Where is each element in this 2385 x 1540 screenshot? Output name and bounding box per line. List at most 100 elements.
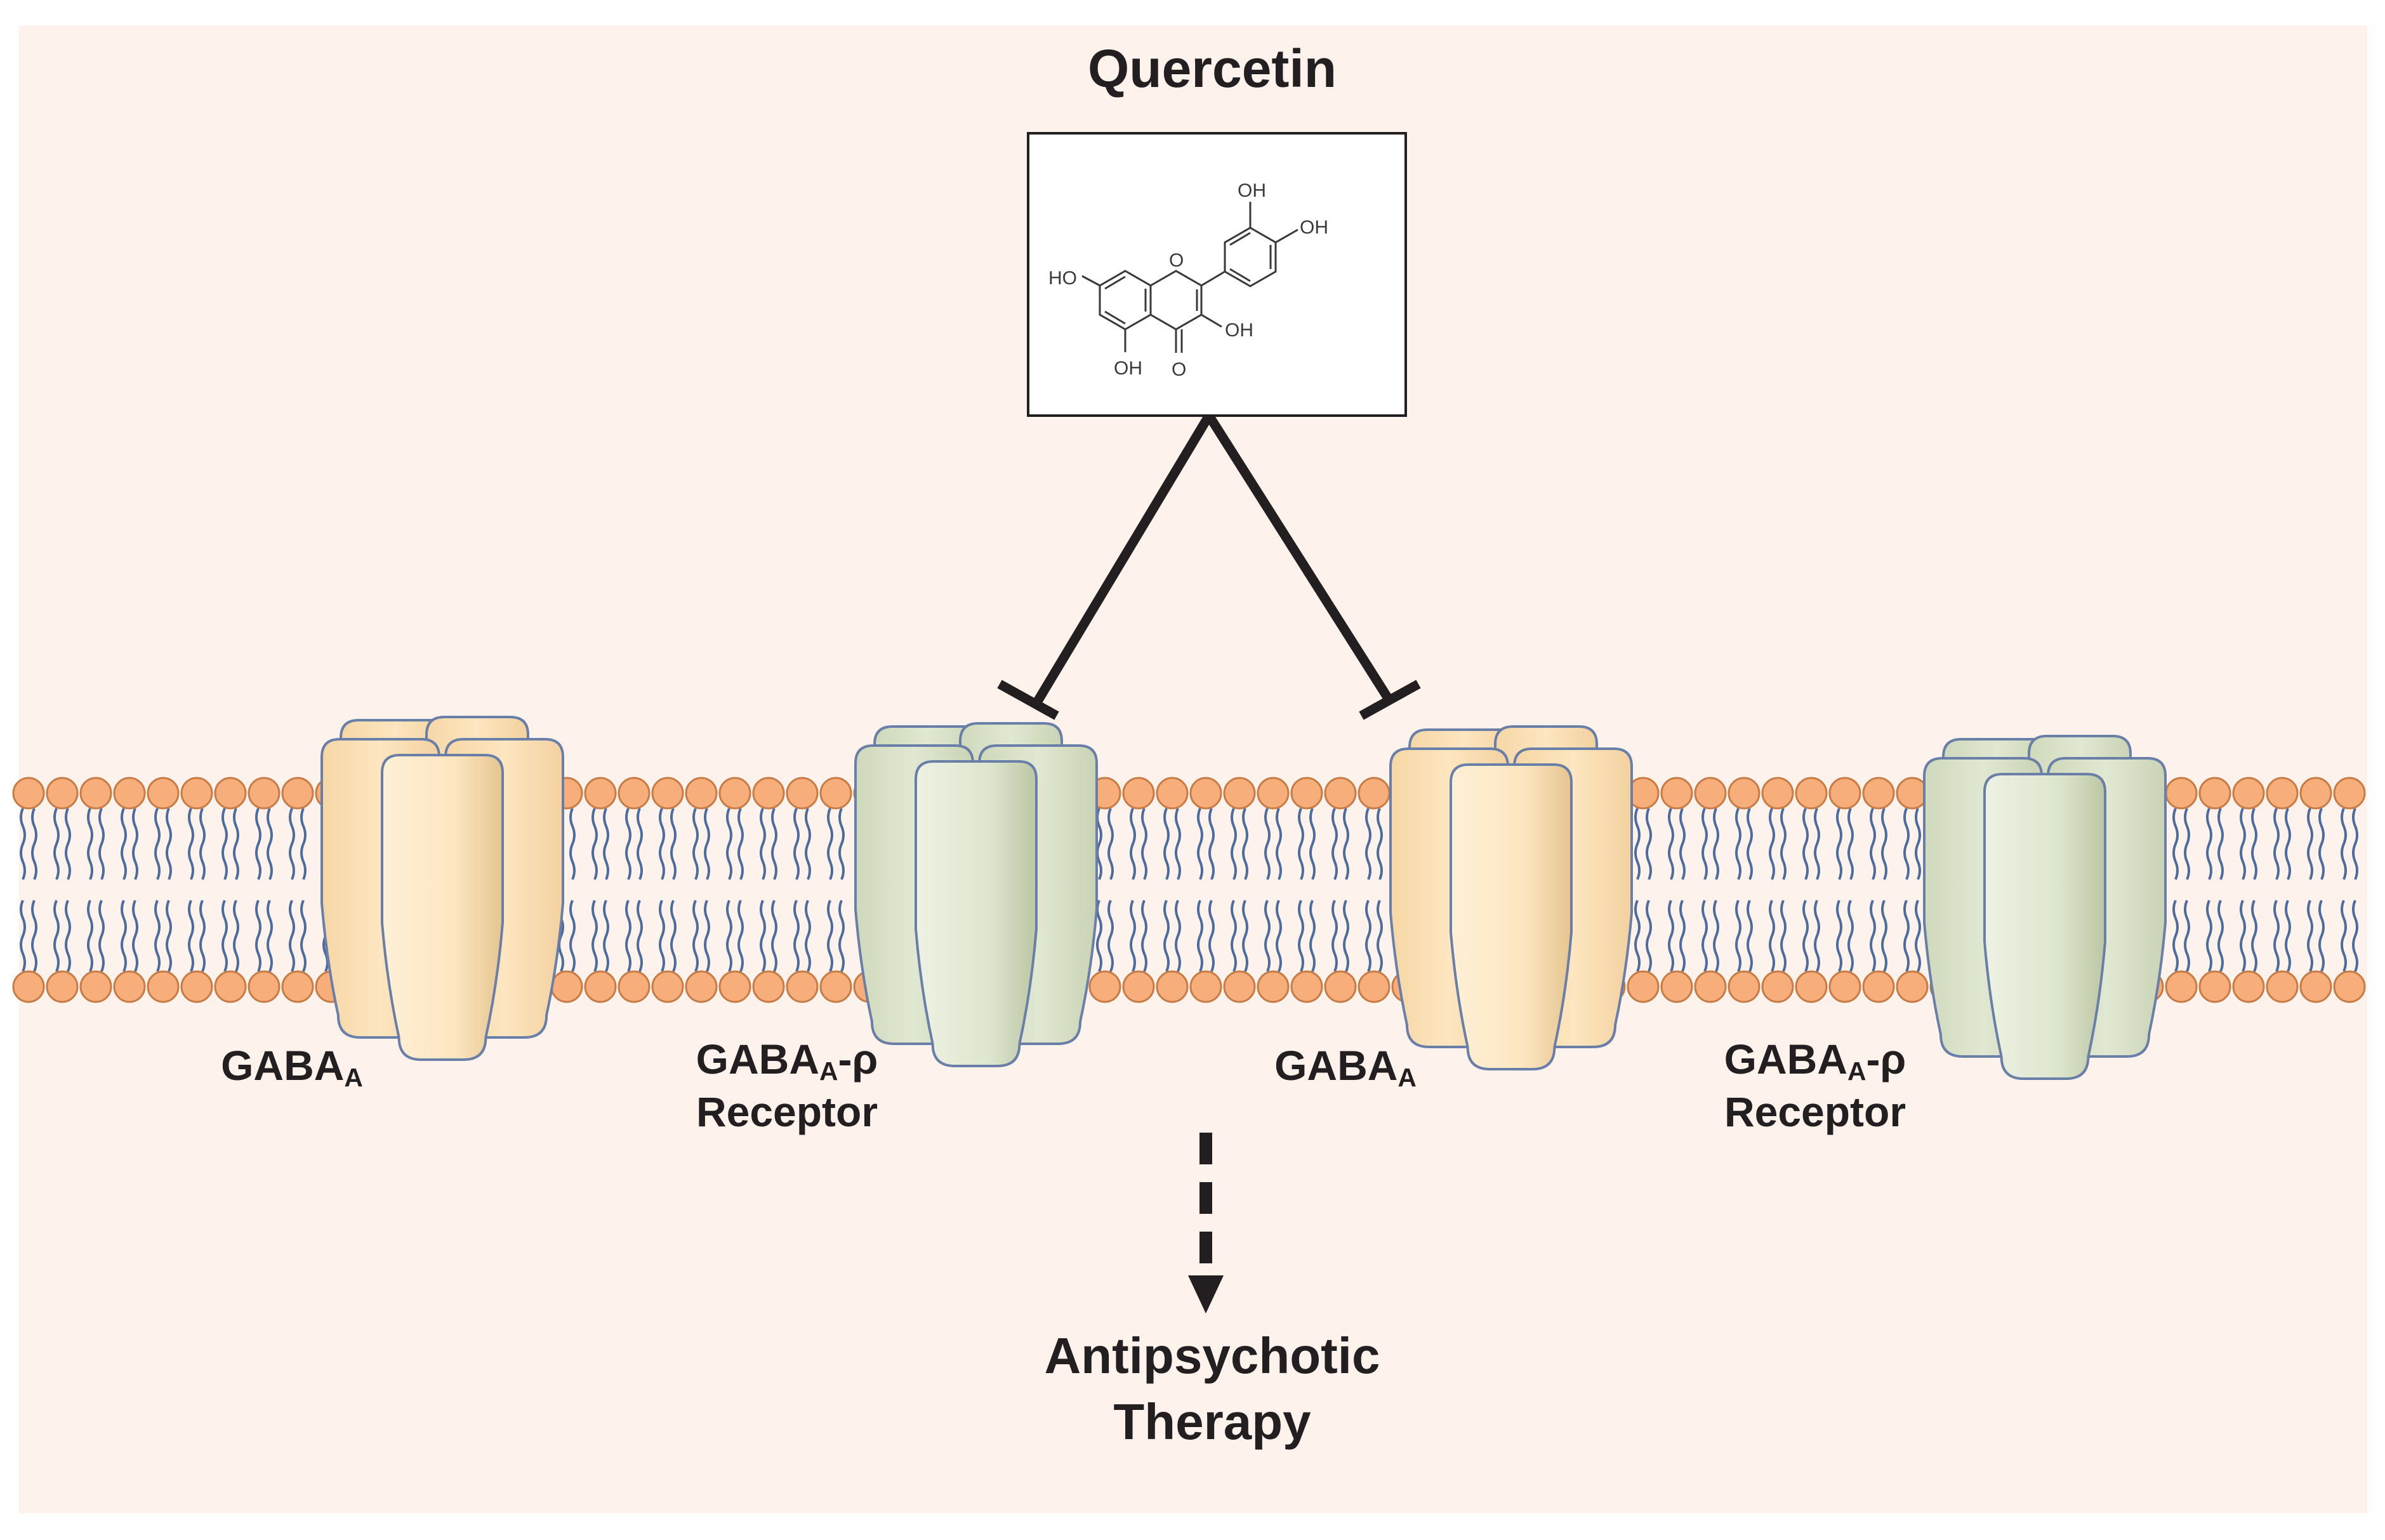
lipid-head xyxy=(2333,777,2366,810)
lipid-tails xyxy=(1298,808,1316,972)
lipid-tails xyxy=(793,808,811,972)
lipid-tails xyxy=(2341,808,2358,972)
lipid-head xyxy=(2299,970,2332,1003)
lipid-tails xyxy=(625,808,643,972)
lipid-head xyxy=(1156,970,1189,1003)
lipid-head xyxy=(2165,970,2198,1003)
lipid-head xyxy=(1828,777,1861,810)
lipid-head xyxy=(2232,970,2265,1003)
lipid-head xyxy=(1358,777,1391,810)
lipid-tails xyxy=(255,808,273,972)
lipid-head xyxy=(46,970,79,1003)
receptor-subscript-2: A xyxy=(819,1056,838,1086)
lipid-head xyxy=(718,970,751,1003)
lipid-head xyxy=(1088,970,1121,1003)
lipid-head xyxy=(2198,970,2231,1003)
lipid-tails xyxy=(2307,808,2325,972)
lipid-head xyxy=(147,970,180,1003)
lipid-head xyxy=(752,777,785,810)
lipid-head xyxy=(1122,777,1155,810)
lipid-tails xyxy=(726,808,744,972)
lipid-tails xyxy=(1365,808,1383,972)
lipid-head xyxy=(1761,777,1794,810)
structure-frame xyxy=(1027,132,1407,417)
receptor-subunit xyxy=(1983,773,2106,1080)
lipid-head xyxy=(1862,777,1895,810)
dashed-arrow xyxy=(1188,1133,1224,1313)
lipid-head xyxy=(1156,777,1189,810)
outcome-line2: Therapy xyxy=(1113,1393,1311,1450)
label-o: O xyxy=(1172,359,1186,380)
lipid-tails xyxy=(20,808,37,972)
lipid-tails xyxy=(1634,808,1652,972)
lipid-tails xyxy=(1701,808,1719,972)
lipid-head xyxy=(2198,777,2231,810)
lipid-head xyxy=(819,970,852,1003)
lipid-head xyxy=(1728,777,1761,810)
lipid-tails xyxy=(2206,808,2224,972)
inhibition-bar-right xyxy=(1359,680,1421,720)
lipid-tails xyxy=(692,808,710,972)
lipid-tails xyxy=(1769,808,1787,972)
receptor-name-1: GABA xyxy=(221,1042,345,1089)
receptor-label-3: GABAA xyxy=(1219,1041,1472,1093)
receptor-subscript-1: A xyxy=(344,1063,363,1093)
receptor-label-1: GABAA xyxy=(165,1041,419,1093)
lipid-head xyxy=(1795,970,1828,1003)
lipid-head xyxy=(2299,777,2332,810)
outcome-label: Antipsychotic Therapy xyxy=(927,1323,1498,1455)
lipid-tails xyxy=(1668,808,1686,972)
lipid-head xyxy=(46,777,79,810)
lipid-head xyxy=(113,970,146,1003)
quercetin-structure: OH OH HO OH OH O O xyxy=(1027,132,1407,417)
receptor-4 xyxy=(1923,735,2167,1080)
lipid-head xyxy=(214,970,247,1003)
lipid-head xyxy=(1324,777,1357,810)
inhibition-bar-left xyxy=(997,680,1059,720)
lipid-head xyxy=(2232,777,2265,810)
lipid-tails xyxy=(87,808,105,972)
lipid-head xyxy=(685,970,718,1003)
label-oh-2: OH xyxy=(1300,217,1328,238)
lipid-head xyxy=(1257,970,1290,1003)
outcome-line1: Antipsychotic xyxy=(1044,1327,1380,1384)
lipid-head xyxy=(1290,970,1323,1003)
receptor-subscript-4: A xyxy=(1847,1056,1866,1086)
receptor-label-4: GABAA-ρ Receptor xyxy=(1688,1034,1942,1138)
label-oh-3: OH xyxy=(1225,320,1253,341)
receptor-1 xyxy=(320,716,564,1061)
lipid-tails xyxy=(1197,808,1215,972)
lipid-head xyxy=(12,970,45,1003)
lipid-head xyxy=(819,777,852,810)
lipid-head xyxy=(1761,970,1794,1003)
lipid-tails xyxy=(659,808,677,972)
lipid-head xyxy=(1189,970,1222,1003)
receptor-suffix-2: -ρ xyxy=(838,1036,878,1083)
lipid-head xyxy=(214,777,247,810)
lipid-tails xyxy=(2172,808,2190,972)
lipid-head xyxy=(2165,777,2198,810)
lipid-head xyxy=(651,970,684,1003)
lipid-head xyxy=(1627,970,1660,1003)
lipid-tails xyxy=(2240,808,2257,972)
lipid-tails xyxy=(1130,808,1147,972)
lipid-tails xyxy=(53,808,71,972)
receptor-name-4: GABA xyxy=(1724,1036,1847,1083)
lipid-head xyxy=(79,777,112,810)
lipid-head xyxy=(584,970,617,1003)
lipid-head xyxy=(1828,970,1861,1003)
receptor-name-2: GABA xyxy=(696,1036,819,1083)
receptor-3 xyxy=(1389,725,1633,1070)
compound-title: Quercetin xyxy=(1087,39,1337,98)
lipid-head xyxy=(1223,777,1256,810)
lipid-head xyxy=(281,970,314,1003)
receptor-label-2: GABAA-ρ Receptor xyxy=(660,1034,914,1138)
lipid-tails xyxy=(1802,808,1820,972)
lipid-head xyxy=(1660,970,1693,1003)
inhibition-line-right xyxy=(1205,412,1394,704)
lipid-tails xyxy=(760,808,777,972)
lipid-head xyxy=(248,970,281,1003)
lipid-head xyxy=(752,970,785,1003)
lipid-head xyxy=(786,970,819,1003)
